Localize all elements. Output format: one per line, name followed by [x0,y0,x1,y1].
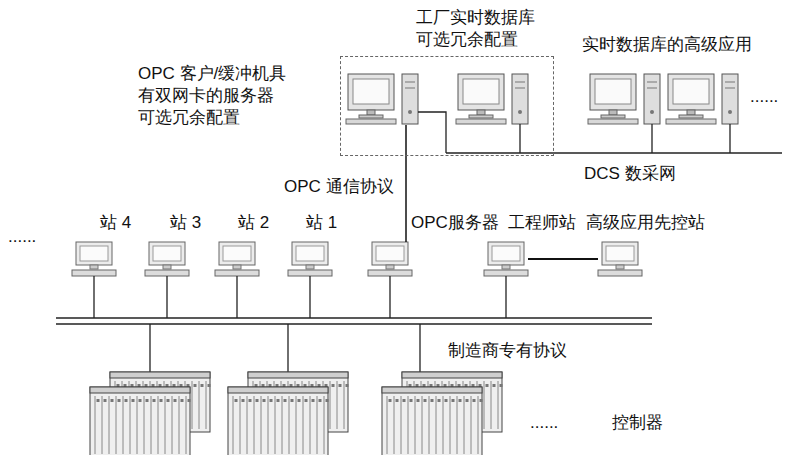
network-wire [56,323,652,325]
node-label: 高级应用先控站 [586,212,705,234]
computer-icon [588,74,660,124]
controller-rack [228,387,329,455]
station-icon [215,242,259,276]
station: 站 4 [72,242,116,276]
network-wire [149,324,150,372]
node-label: 站 2 [238,212,269,234]
node-label: 站 3 [170,212,201,234]
station: OPC服务器 [368,242,412,276]
network-wire [729,124,730,153]
station: 站 3 [145,242,189,276]
ellipsis: ...... [6,226,38,248]
node-label: 实时数据库的高级应用 [582,34,752,56]
dashed-region: 工厂实时数据库 可选冗余配置OPC 客户/缓冲机具 有双网卡的服务器 可选冗余配… [340,56,554,156]
ellipsis: ...... [528,412,560,434]
computer-icon [456,74,528,124]
computer-icon [346,74,418,124]
computer-group: 实时数据库的高级应用 [582,34,758,134]
station-icon [368,242,412,276]
node-label: 工程师站 [508,212,576,234]
connector [528,258,598,260]
node-label: 站 1 [306,212,337,234]
network-wire [519,124,520,153]
part-name: 控制器 [610,412,665,434]
station-icon [72,242,116,276]
station-icon [598,242,642,276]
connector [405,125,407,242]
station: 站 1 [288,242,332,276]
network-wire [287,324,288,372]
computer-icon [666,74,738,124]
station-icon [145,242,189,276]
network-wire [651,124,652,153]
network-wire [446,152,782,154]
node-label: OPC服务器 [411,212,499,234]
station-icon [484,242,528,276]
controller-rack [382,387,483,455]
network-wire [389,276,390,318]
station-icon [288,242,332,276]
controller-rack [90,387,191,455]
station: 高级应用先控站 [598,242,642,276]
node-label: 工厂实时数据库 可选冗余配置 [416,7,566,51]
protocol-name: 制造商专有协议 [446,340,569,362]
computer: OPC 客户/缓冲机具 有双网卡的服务器 可选冗余配置 [347,73,425,125]
network-wire [309,276,310,318]
connector-label: OPC 通信协议 [282,176,396,198]
network-wire [93,276,94,318]
network-wire [505,276,506,318]
network-wire [418,112,446,153]
ellipsis: ...... [748,86,780,108]
node-label: 站 4 [100,212,131,234]
network-wire [166,276,167,318]
node-label: OPC 客户/缓冲机具 有双网卡的服务器 可选冗余配置 [138,63,328,129]
network-wire [56,317,652,319]
station: 站 2 [215,242,259,276]
station: 工程师站 [484,242,528,276]
network-wire [236,276,237,318]
network-name: DCS 数采网 [582,163,678,185]
network-wire [419,324,420,372]
